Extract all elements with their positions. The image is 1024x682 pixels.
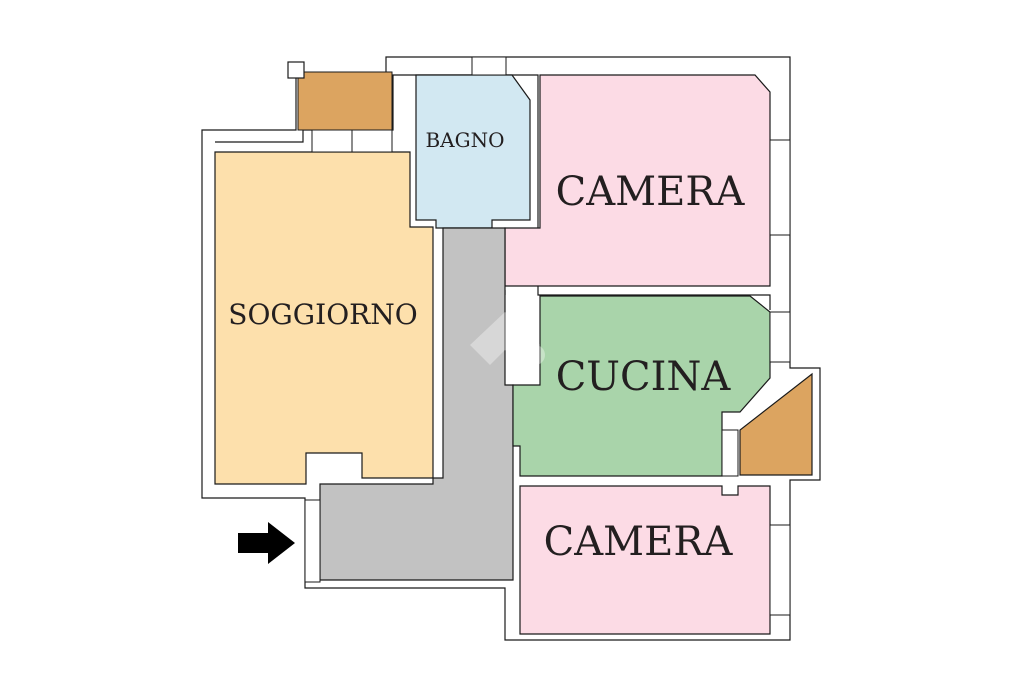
room-camera-top [504, 74, 771, 287]
window-camera-bottom [769, 524, 791, 616]
room-soggiorno [214, 151, 434, 485]
room-camera-bottom [519, 485, 771, 635]
label-cucina: CUCINA [556, 354, 732, 400]
door-cucina-balcony [721, 429, 739, 477]
room-bagno [415, 74, 531, 229]
logo-watermark [470, 312, 545, 365]
window-soggiorno [311, 129, 393, 153]
arrow-right-icon [238, 522, 295, 564]
column-marker [287, 61, 305, 79]
window-bagno [471, 56, 507, 76]
window-camera-top [769, 139, 791, 236]
label-camera-bottom: CAMERA [544, 519, 734, 565]
label-soggiorno: SOGGIORNO [228, 298, 417, 331]
window-cucina [769, 311, 791, 363]
balcony-right [739, 372, 813, 476]
balcony-top [297, 71, 393, 131]
label-camera-top: CAMERA [556, 169, 746, 215]
door-entrance [304, 499, 321, 583]
label-bagno: BAGNO [425, 128, 504, 152]
